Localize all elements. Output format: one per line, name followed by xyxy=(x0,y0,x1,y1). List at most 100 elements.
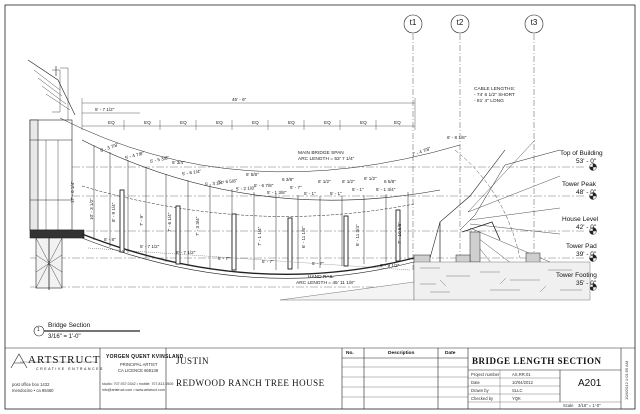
dim-eq-6: EQ xyxy=(288,120,295,125)
level-value-tower-peak: 48' - 0" xyxy=(576,189,597,196)
field-label-drawn-by: Drawn by xyxy=(471,388,489,393)
dim-height-4: 6' 1/2" xyxy=(318,179,331,184)
note-hand-rail-2: ARC LENGTH = 45' 11 1/8" xyxy=(296,281,355,286)
view-scale: 3/16" = 1'-0" xyxy=(48,334,81,340)
note-cable-2: - 74' 6 1/2" SHORT xyxy=(474,93,515,98)
dim-eq-4: EQ xyxy=(216,120,223,125)
bridge-posts xyxy=(119,189,401,271)
view-title: Bridge Section xyxy=(48,322,91,329)
level-value-house-level: 42' - 0" xyxy=(576,224,597,231)
dim-eq-2: EQ xyxy=(144,120,151,125)
scale-value: 3/16" = 1'-0" xyxy=(578,403,601,408)
level-value-tower-footing: 35' - 0" xyxy=(576,280,597,287)
dim-vert-6: 7' - 3 3/4" xyxy=(195,216,200,236)
field-value-checked-by: YQK xyxy=(512,396,521,401)
grid-label-t2: t2 xyxy=(456,18,464,27)
dim-bottom-1: 5' - 8" xyxy=(104,237,116,242)
note-main-span-2: ARC LENGTH = 53' 7 1/4" xyxy=(298,157,355,162)
dim-height-2: 6' 5/8" xyxy=(246,172,259,177)
firm-address-1: post office box 1432 xyxy=(12,382,50,387)
client-name: JUSTIN xyxy=(176,356,210,366)
note-hand-rail-1: HAND RAIL xyxy=(308,275,334,280)
dim-overall: 45' - 6" xyxy=(232,97,247,102)
dim-post-7: 5' - 7" xyxy=(290,185,302,190)
firm-logo-text: ARTSTRUCT xyxy=(28,354,101,366)
dim-mid-3: 5' - 1 3/8" xyxy=(267,190,287,195)
rev-header-description: Description xyxy=(388,351,415,356)
view-number: 1 xyxy=(37,327,40,333)
level-name-tower-peak: Tower Peak xyxy=(562,181,596,188)
dim-eq-8: EQ xyxy=(360,120,367,125)
dim-vert-4: 7' - 9" xyxy=(139,214,144,226)
firm-tagline: CREATIVE ENTRANCES xyxy=(36,367,104,371)
dim-left-span: 5' - 7 1/2" xyxy=(95,107,115,112)
field-label-project-number: Project number xyxy=(471,372,500,377)
level-value-tower-pad: 39' - 0" xyxy=(576,251,597,258)
principal-licence: CA LICENCE 668138 xyxy=(118,368,159,373)
dim-height-7: 6 5/8" xyxy=(384,179,396,184)
dim-height-5: 6' 1/2" xyxy=(342,179,355,184)
dim-vert-7: 7' - 1 1/4" xyxy=(257,226,262,246)
field-value-drawn-by: SLLC xyxy=(512,388,523,393)
dim-height-6: 6' 1/2" xyxy=(364,176,377,181)
dim-height-1: 6' 3/4" xyxy=(172,160,185,165)
firm-contact-1: studio: 707.937.0342 • mobile: 707.813.0… xyxy=(102,382,174,386)
logo-mark xyxy=(10,353,28,369)
level-name-tower-footing: Tower Footing xyxy=(556,272,597,279)
firm-contact-2: info@artstruct.com • www.artstruct.com xyxy=(102,388,165,392)
firm-address-2: mendocino • ca 95460 xyxy=(12,388,54,393)
dim-mid-7: 5' - 1 3/4" xyxy=(376,187,396,192)
side-timestamp: 10/4/2012 1:01:55 AM xyxy=(624,360,629,400)
level-name-top-of-building: Top of Building xyxy=(560,150,603,157)
bridge-deck xyxy=(59,117,461,279)
principal-name: YORGEN QUENT KVINSLAND xyxy=(106,354,184,360)
project-name: REDWOOD RANCH TREE HOUSE xyxy=(176,378,325,388)
dim-bottom-2: 5' - 7 1/2" xyxy=(140,244,160,249)
tower xyxy=(429,139,561,271)
bridge-hangers xyxy=(93,145,409,270)
grid-bubbles xyxy=(403,14,544,34)
dim-vert-3: 8' - 9 1/4" xyxy=(111,202,116,222)
field-label-checked-by: Checked by xyxy=(471,396,494,401)
dim-height-3: 6 3/8" xyxy=(282,177,294,182)
dim-bottom-6: 5' - 7" xyxy=(312,261,324,266)
tree-house xyxy=(27,59,85,290)
dim-eq-9: EQ xyxy=(394,120,401,125)
dim-mid-6: 5' - 1" xyxy=(352,187,364,192)
note-cable-1: CABLE LENGTHS: xyxy=(474,87,516,92)
field-value-date: 10/04/2012 xyxy=(512,380,533,385)
dim-vert-2: 10' - 3 1/2" xyxy=(89,198,94,220)
dim-tower-top: 6' - 8 1/8" xyxy=(447,135,467,140)
scale-label: Scale xyxy=(563,403,574,408)
dim-vert-8: 6' - 11 1/8" xyxy=(301,226,306,248)
field-label-date: Date xyxy=(471,380,480,385)
dimension-lines xyxy=(81,98,416,271)
title-block-frame xyxy=(5,347,635,409)
note-cable-3: - 81' 4" LONG xyxy=(474,99,504,104)
level-value-top-of-building: 53' - 0" xyxy=(576,158,597,165)
grid-lines xyxy=(412,34,535,270)
sheet-title: BRIDGE LENGTH SECTION xyxy=(472,356,602,366)
dim-vert-10: 7' - 10 5/8" xyxy=(397,222,402,244)
dim-bottom-3: 5' - 7 1/2" xyxy=(176,250,196,255)
note-main-span-1: MAIN BRIDGE SPAN xyxy=(298,151,344,156)
dim-vert-9: 6' - 11 3/4" xyxy=(355,224,360,246)
grid-label-t3: t3 xyxy=(530,18,538,27)
dim-eq-7: EQ xyxy=(324,120,331,125)
dim-eq-5: EQ xyxy=(252,120,259,125)
grid-label-t1: t1 xyxy=(409,18,417,27)
view-title-marker xyxy=(33,325,140,337)
sheet-number: A201 xyxy=(578,378,602,389)
dim-eq-1: EQ xyxy=(108,120,115,125)
principal-title: PRINCIPAL ARTIST xyxy=(120,362,158,367)
dim-vert-1: 17' - 6 1/4" xyxy=(70,181,75,203)
dim-eq-3: EQ xyxy=(180,120,187,125)
field-value-project-number: AS.RR.01 xyxy=(512,372,531,377)
dim-post-6: 5' - 6 7/8" xyxy=(254,183,274,188)
dim-bottom-7: 6' - 9 1/2" xyxy=(380,263,400,268)
ground xyxy=(279,261,591,301)
rev-header-date: Date xyxy=(445,351,456,356)
level-name-house-level: House Level xyxy=(562,216,599,223)
dim-mid-4: 5' - 1" xyxy=(304,191,316,196)
